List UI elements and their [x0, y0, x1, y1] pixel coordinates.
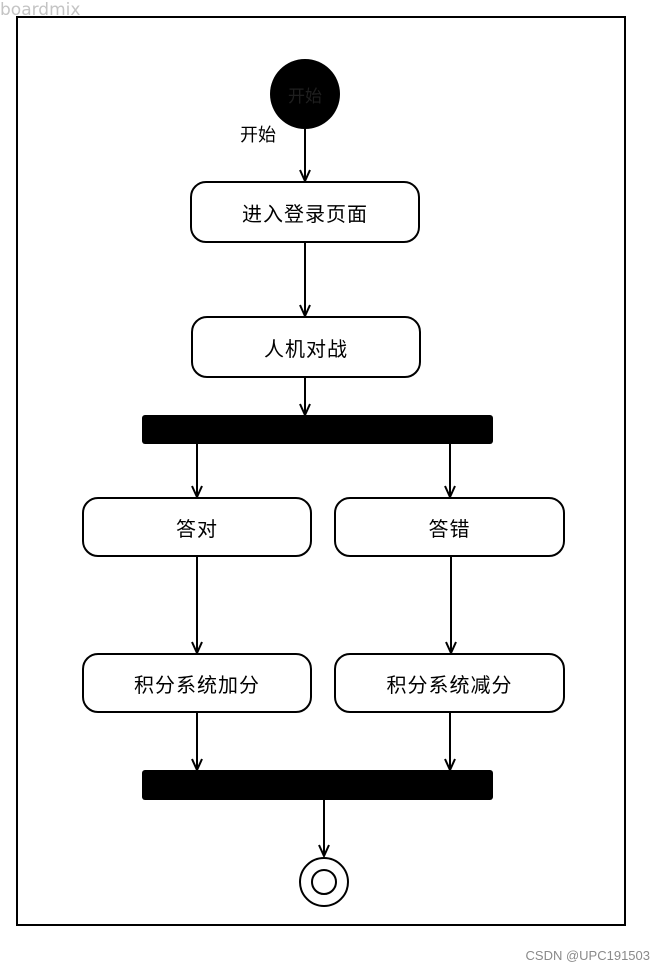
- node-add-points: 积分系统加分: [82, 653, 312, 713]
- node-answer-wrong-label: 答错: [428, 516, 471, 541]
- start-node: 开始: [270, 59, 340, 129]
- end-node: [299, 857, 349, 907]
- end-node-inner: [311, 869, 337, 895]
- node-subtract-points: 积分系统减分: [334, 653, 565, 713]
- node-login-page: 进入登录页面: [190, 181, 420, 243]
- start-node-text: 开始: [288, 86, 322, 107]
- watermark-boardmix: boardmix: [0, 0, 81, 20]
- node-answer-correct: 答对: [82, 497, 312, 557]
- node-subtract-points-label: 积分系统减分: [386, 672, 513, 697]
- node-answer-correct-label: 答对: [176, 516, 218, 541]
- node-login-page-label: 进入登录页面: [242, 201, 368, 226]
- watermark-csdn: CSDN @UPC191503: [525, 948, 650, 963]
- join-bar: [142, 770, 493, 800]
- node-human-vs-ai: 人机对战: [191, 316, 421, 378]
- diagram-frame: [16, 16, 626, 926]
- node-add-points-label: 积分系统加分: [134, 672, 260, 697]
- node-answer-wrong: 答错: [334, 497, 565, 557]
- node-human-vs-ai-label: 人机对战: [264, 336, 348, 361]
- start-label: 开始: [240, 125, 276, 146]
- fork-bar: [142, 415, 493, 444]
